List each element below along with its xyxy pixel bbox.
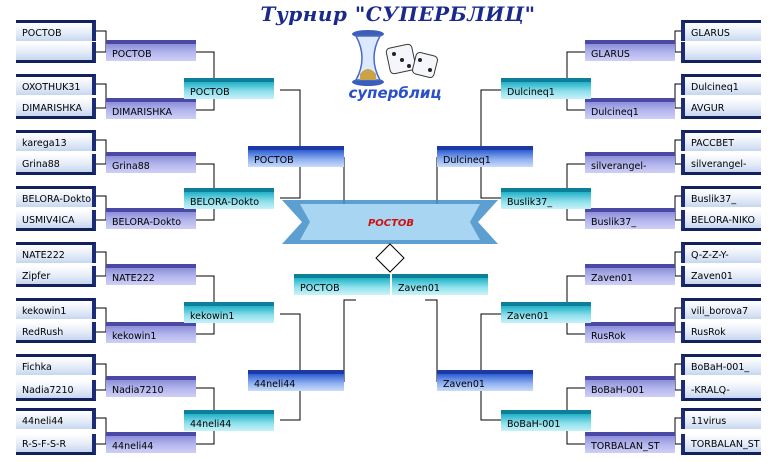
left-r1-slot: R-S-F-S-R xyxy=(16,434,96,455)
left-r2-slot: РОСТОВ xyxy=(106,40,196,61)
left-r1-slot: 44neli44 xyxy=(16,408,96,429)
final-slot-right: Zaven01 xyxy=(392,274,488,295)
left-r2-slot: 44neli44 xyxy=(106,432,196,453)
left-r2-slot: BELORA-Dokto xyxy=(106,208,196,229)
right-r1-slot: Dulcineq1 xyxy=(681,74,761,95)
logo-text: суперблиц xyxy=(348,84,442,102)
left-r2-slot: DIMARISHKA xyxy=(106,98,196,119)
left-r3-slot: kekowin1 xyxy=(184,302,274,323)
left-r1-slot: NATE222 xyxy=(16,242,96,263)
right-r1-slot: TORBALAN_ST xyxy=(681,434,761,455)
right-r1-slot: RusRok xyxy=(681,322,761,343)
right-r1-slot: vili_borova7 xyxy=(681,298,761,319)
right-r3-slot: Zaven01 xyxy=(501,302,591,323)
right-r1-slot: -KRALQ- xyxy=(681,380,761,401)
champion-label: РОСТОВ xyxy=(367,218,415,229)
left-r3-slot: РОСТОВ xyxy=(184,78,274,99)
left-r1-slot: RedRush xyxy=(16,322,96,343)
left-r2-slot: Grina88 xyxy=(106,152,196,173)
left-r3-slot: BELORA-Dokto xyxy=(184,188,274,209)
right-r1-slot: silverangel- xyxy=(681,154,761,175)
left-r1-slot: DIMARISHKA xyxy=(16,98,96,119)
right-r1-slot: AVGUR xyxy=(681,98,761,119)
left-r3-slot: 44neli44 xyxy=(184,410,274,431)
right-r1-slot: Zaven01 xyxy=(681,266,761,287)
right-r3-slot: BoBaH-001 xyxy=(501,410,591,431)
left-r2-slot: NATE222 xyxy=(106,264,196,285)
right-r2-slot: TORBALAN_ST xyxy=(585,432,675,453)
left-r2-slot: Nadia7210 xyxy=(106,376,196,397)
right-r2-slot: RusRok xyxy=(585,322,675,343)
left-r2-slot: kekowin1 xyxy=(106,322,196,343)
right-r2-slot: Buslik37_ xyxy=(585,208,675,229)
left-r1-slot: Fichka xyxy=(16,354,96,375)
right-r1-slot: BELORA-NIKO xyxy=(681,210,761,231)
left-r1-slot: kekowin1 xyxy=(16,298,96,319)
left-r1-slot xyxy=(16,42,96,63)
left-r1-slot: РОСТОВ xyxy=(16,20,96,41)
right-r1-slot: GLARUS xyxy=(681,20,761,41)
left-r1-slot: OXOTHUK31 xyxy=(16,74,96,95)
left-r1-slot: karega13 xyxy=(16,130,96,151)
hourglass-dice-icon xyxy=(352,30,438,86)
left-r1-slot: BELORA-Dokto xyxy=(16,186,96,207)
left-r1-slot: USMIV4ICA xyxy=(16,210,96,231)
right-r1-slot: BoBaH-001_ xyxy=(681,354,761,375)
page-title: Турнир "СУПЕРБЛИЦ" xyxy=(260,2,536,26)
left-semifinal-slot: РОСТОВ xyxy=(248,146,344,167)
final-slot-left: РОСТОВ xyxy=(294,274,390,295)
right-r1-slot: 11virus xyxy=(681,408,761,429)
right-r1-slot: Buslik37_ xyxy=(681,186,761,207)
left-r1-slot: Nadia7210 xyxy=(16,380,96,401)
right-semifinal-slot: Dulcineq1 xyxy=(437,146,533,167)
logo: суперблиц xyxy=(330,24,460,116)
right-r2-slot: Zaven01 xyxy=(585,264,675,285)
left-r1-slot: Zipfer xyxy=(16,266,96,287)
right-r2-slot: BoBaH-001 xyxy=(585,376,675,397)
right-r1-slot xyxy=(681,42,761,63)
right-r3-slot: Dulcineq1 xyxy=(501,78,591,99)
left-r1-slot: Grina88 xyxy=(16,154,96,175)
right-r1-slot: Q-Z-Z-Y- xyxy=(681,242,761,263)
right-r3-slot: Buslik37_ xyxy=(501,188,591,209)
right-semifinal-slot: Zaven01 xyxy=(437,370,533,391)
right-r2-slot: silverangel- xyxy=(585,152,675,173)
right-r2-slot: Dulcineq1 xyxy=(585,98,675,119)
right-r2-slot: GLARUS xyxy=(585,40,675,61)
right-r1-slot: PACCBET xyxy=(681,130,761,151)
left-semifinal-slot: 44neli44 xyxy=(248,370,344,391)
